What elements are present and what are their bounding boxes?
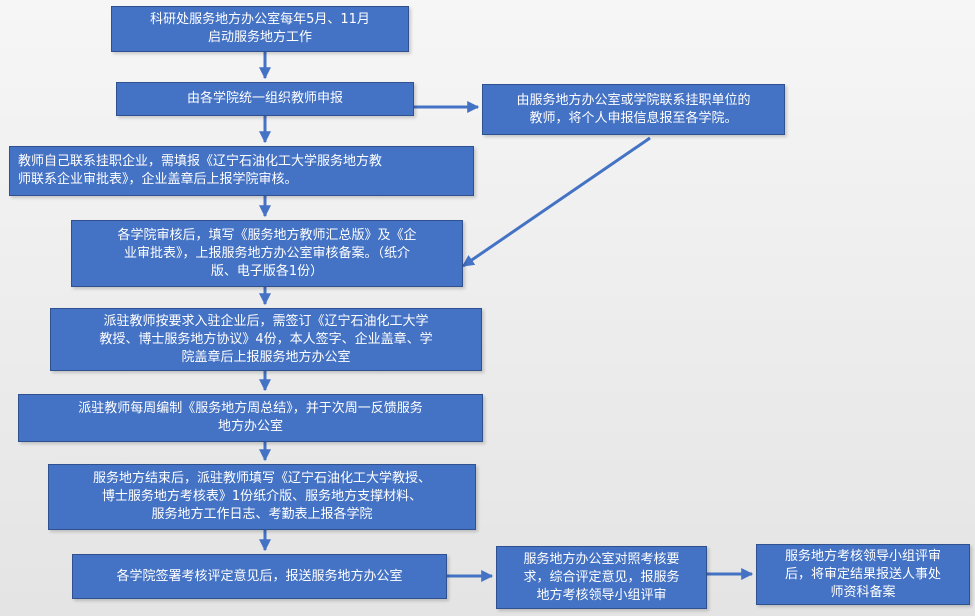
step-college-opinion: 各学院签署考核评定意见后，报送服务地方办公室 xyxy=(72,554,447,599)
step-self-contact: 教师自己联系挂职企业，需填报《辽宁石油化工大学服务地方教 师联系企业审批表》，企… xyxy=(9,146,474,196)
step-final-report-text: 服务地方结束后，派驻教师填写《辽宁石油化工大学教授、 博士服务地方考核表》1份纸… xyxy=(92,471,431,522)
step-office-contact-text: 由服务地方办公室或学院联系挂职单位的 教师，将个人申报信息报至各学院。 xyxy=(516,92,751,126)
step-college-review: 各学院审核后，填写《服务地方教师汇总版》及《企 业审批表》，上报服务地方办公室审… xyxy=(71,220,463,287)
step-college-opinion-text: 各学院签署考核评定意见后，报送服务地方办公室 xyxy=(116,568,403,584)
step-office-evaluate-text: 服务地方办公室对照考核要 求，综合评定意见，报服务 地方考核领导小组评审 xyxy=(523,551,680,603)
step-final-report: 服务地方结束后，派驻教师填写《辽宁石油化工大学教授、 博士服务地方考核表》1份纸… xyxy=(48,464,476,530)
step-start: 科研处服务地方办公室每年5月、11月 启动服务地方工作 xyxy=(111,6,409,52)
step-self-contact-text: 教师自己联系挂职企业，需填报《辽宁石油化工大学服务地方教 师联系企业审批表》，企… xyxy=(18,154,383,187)
step-weekly-summary: 派驻教师每周编制《服务地方周总结》，并于次周一反馈服务 地方办公室 xyxy=(18,394,483,442)
step-sign-agreement-text: 派驻教师按要求入驻企业后，需签订《辽宁石油化工大学 教授、博士服务地方协议》4份… xyxy=(99,313,433,365)
step-leader-review-text: 服务地方考核领导小组评审 后，将审定结果报送人事处 师资科备案 xyxy=(784,548,941,600)
step-office-evaluate: 服务地方办公室对照考核要 求，综合评定意见，报服务 地方考核领导小组评审 xyxy=(496,546,707,609)
arrow-office-contact-to-college-review xyxy=(462,136,651,268)
step-leader-review: 服务地方考核领导小组评审 后，将审定结果报送人事处 师资科备案 xyxy=(756,544,970,605)
step-start-text: 科研处服务地方办公室每年5月、11月 启动服务地方工作 xyxy=(150,12,370,45)
step-sign-agreement: 派驻教师按要求入驻企业后，需签订《辽宁石油化工大学 教授、博士服务地方协议》4份… xyxy=(50,308,482,371)
step-office-contact: 由服务地方办公室或学院联系挂职单位的 教师，将个人申报信息报至各学院。 xyxy=(482,84,785,135)
step-weekly-summary-text: 派驻教师每周编制《服务地方周总结》，并于次周一反馈服务 地方办公室 xyxy=(78,401,423,434)
step-organize-text: 由各学院统一组织教师申报 xyxy=(186,91,343,106)
step-college-review-text: 各学院审核后，填写《服务地方教师汇总版》及《企 业审批表》，上报服务地方办公室审… xyxy=(117,227,417,279)
step-organize: 由各学院统一组织教师申报 xyxy=(116,82,414,116)
